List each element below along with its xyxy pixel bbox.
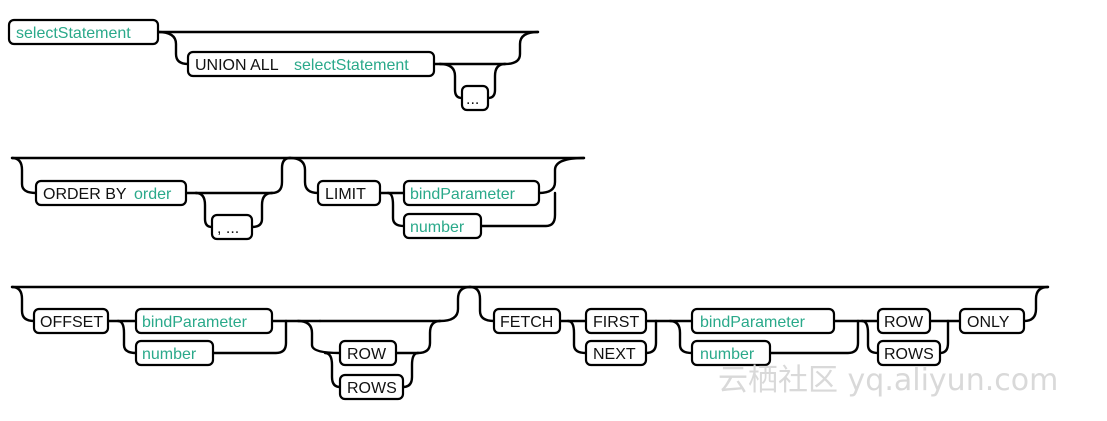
limit-bind-parameter-box <box>402 179 541 207</box>
union-repeat-box <box>460 84 490 112</box>
order-by-box <box>34 179 188 207</box>
fetch-keyword: FETCH <box>500 314 553 331</box>
fetch-rows-box <box>876 339 942 367</box>
union-all-box <box>186 50 436 78</box>
fetch-bind-parameter-box <box>690 307 836 335</box>
offset-bind-parameter: bindParameter <box>142 314 248 331</box>
select-statement-box <box>7 18 160 46</box>
row2-lines <box>10 156 586 229</box>
watermark: 云栖社区 yq.aliyun.com <box>718 363 1058 398</box>
offset-number-box <box>134 339 215 367</box>
offset-box <box>32 307 110 335</box>
fetch-box <box>492 307 562 335</box>
row2-boxes: ORDER BY order , ... LIMIT bindParameter… <box>34 179 541 241</box>
offset-keyword: OFFSET <box>40 314 103 331</box>
limit-number-box <box>402 212 483 240</box>
fetch-next: NEXT <box>593 346 636 363</box>
union-all-keyword: UNION ALL <box>195 57 279 74</box>
union-repeat-label: ... <box>466 91 479 108</box>
order-repeat-label: , ... <box>217 220 239 237</box>
limit-box <box>316 179 382 207</box>
fetch-next-box <box>584 339 648 367</box>
order-by-order: order <box>134 186 172 203</box>
offset-bind-parameter-box <box>134 307 274 335</box>
limit-bind-parameter: bindParameter <box>410 186 516 203</box>
fetch-only-box <box>958 307 1026 335</box>
fetch-first: FIRST <box>593 314 639 331</box>
fetch-first-box <box>584 307 648 335</box>
fetch-bind-parameter: bindParameter <box>700 314 806 331</box>
fetch-row-box <box>876 307 932 335</box>
fetch-rows: ROWS <box>884 346 934 363</box>
row1-lines <box>156 30 540 100</box>
select-statement-label: selectStatement <box>16 25 131 42</box>
row3-boxes: OFFSET bindParameter number ROW ROWS FET… <box>32 307 1026 401</box>
limit-keyword: LIMIT <box>325 186 366 203</box>
offset-row: ROW <box>347 346 387 363</box>
fetch-row: ROW <box>884 314 924 331</box>
union-all-select-statement: selectStatement <box>294 57 409 74</box>
fetch-number: number <box>700 346 755 363</box>
order-repeat-box <box>210 213 254 241</box>
offset-number: number <box>142 346 197 363</box>
limit-number: number <box>410 219 465 236</box>
row3-lines <box>10 285 1050 389</box>
fetch-only: ONLY <box>967 314 1010 331</box>
offset-row-box <box>338 339 398 367</box>
fetch-number-box <box>690 339 772 367</box>
order-by-keyword: ORDER BY <box>43 186 127 203</box>
row1-boxes: selectStatement UNION ALL selectStatemen… <box>7 18 490 112</box>
offset-rows-box <box>338 373 405 401</box>
offset-rows: ROWS <box>347 380 397 397</box>
